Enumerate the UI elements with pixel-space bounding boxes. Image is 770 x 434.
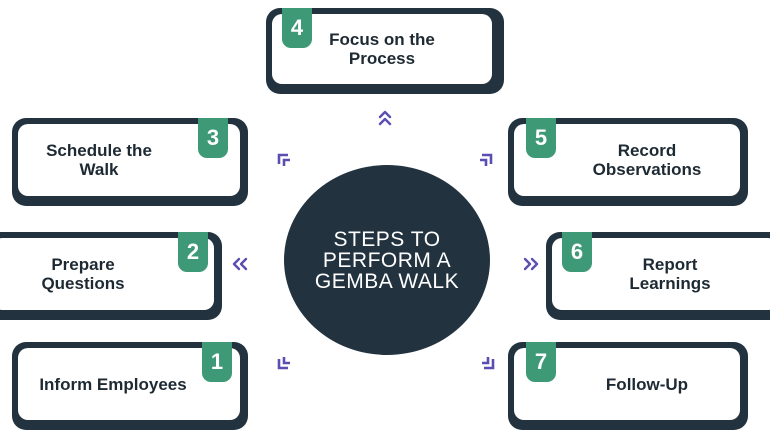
step-7-label: Follow-Up	[605, 374, 689, 394]
step-3-badge: 3	[198, 118, 228, 158]
center-title: STEPS TO PERFORM A GEMBA WALK	[314, 227, 460, 293]
center-circle: STEPS TO PERFORM A GEMBA WALK	[284, 165, 490, 355]
step-3-card: Schedule the Walk 3	[12, 118, 248, 206]
double-chevron-right-icon	[523, 257, 539, 271]
double-chevron-up-icon	[378, 110, 392, 126]
down-left-corner-arrow-icon	[277, 357, 290, 370]
double-chevron-left-icon	[232, 257, 248, 271]
up-left-corner-arrow-icon	[277, 153, 290, 166]
step-2-label: Prepare Questions	[41, 255, 125, 293]
step-2-badge: 2	[178, 232, 208, 272]
step-1-card: Inform Employees 1	[12, 342, 248, 430]
step-4-card: Focus on the Process 4	[266, 8, 504, 94]
step-7-card: Follow-Up 7	[508, 342, 748, 430]
step-6-card: Report Learnings 6	[546, 232, 770, 320]
step-5-label: Record Observations	[592, 141, 702, 179]
step-4-label: Focus on the Process	[329, 30, 435, 68]
step-2-card: Prepare Questions 2	[0, 232, 222, 320]
step-4-badge: 4	[282, 8, 312, 48]
step-1-badge: 1	[202, 342, 232, 382]
step-5-card: Record Observations 5	[508, 118, 748, 206]
step-7-badge: 7	[526, 342, 556, 382]
up-right-corner-arrow-icon	[480, 153, 493, 166]
step-6-label: Report Learnings	[629, 255, 711, 293]
step-5-badge: 5	[526, 118, 556, 158]
step-1-label: Inform Employees	[39, 374, 187, 394]
down-right-corner-arrow-icon	[482, 357, 495, 370]
step-3-label: Schedule the Walk	[46, 141, 152, 179]
step-6-badge: 6	[562, 232, 592, 272]
